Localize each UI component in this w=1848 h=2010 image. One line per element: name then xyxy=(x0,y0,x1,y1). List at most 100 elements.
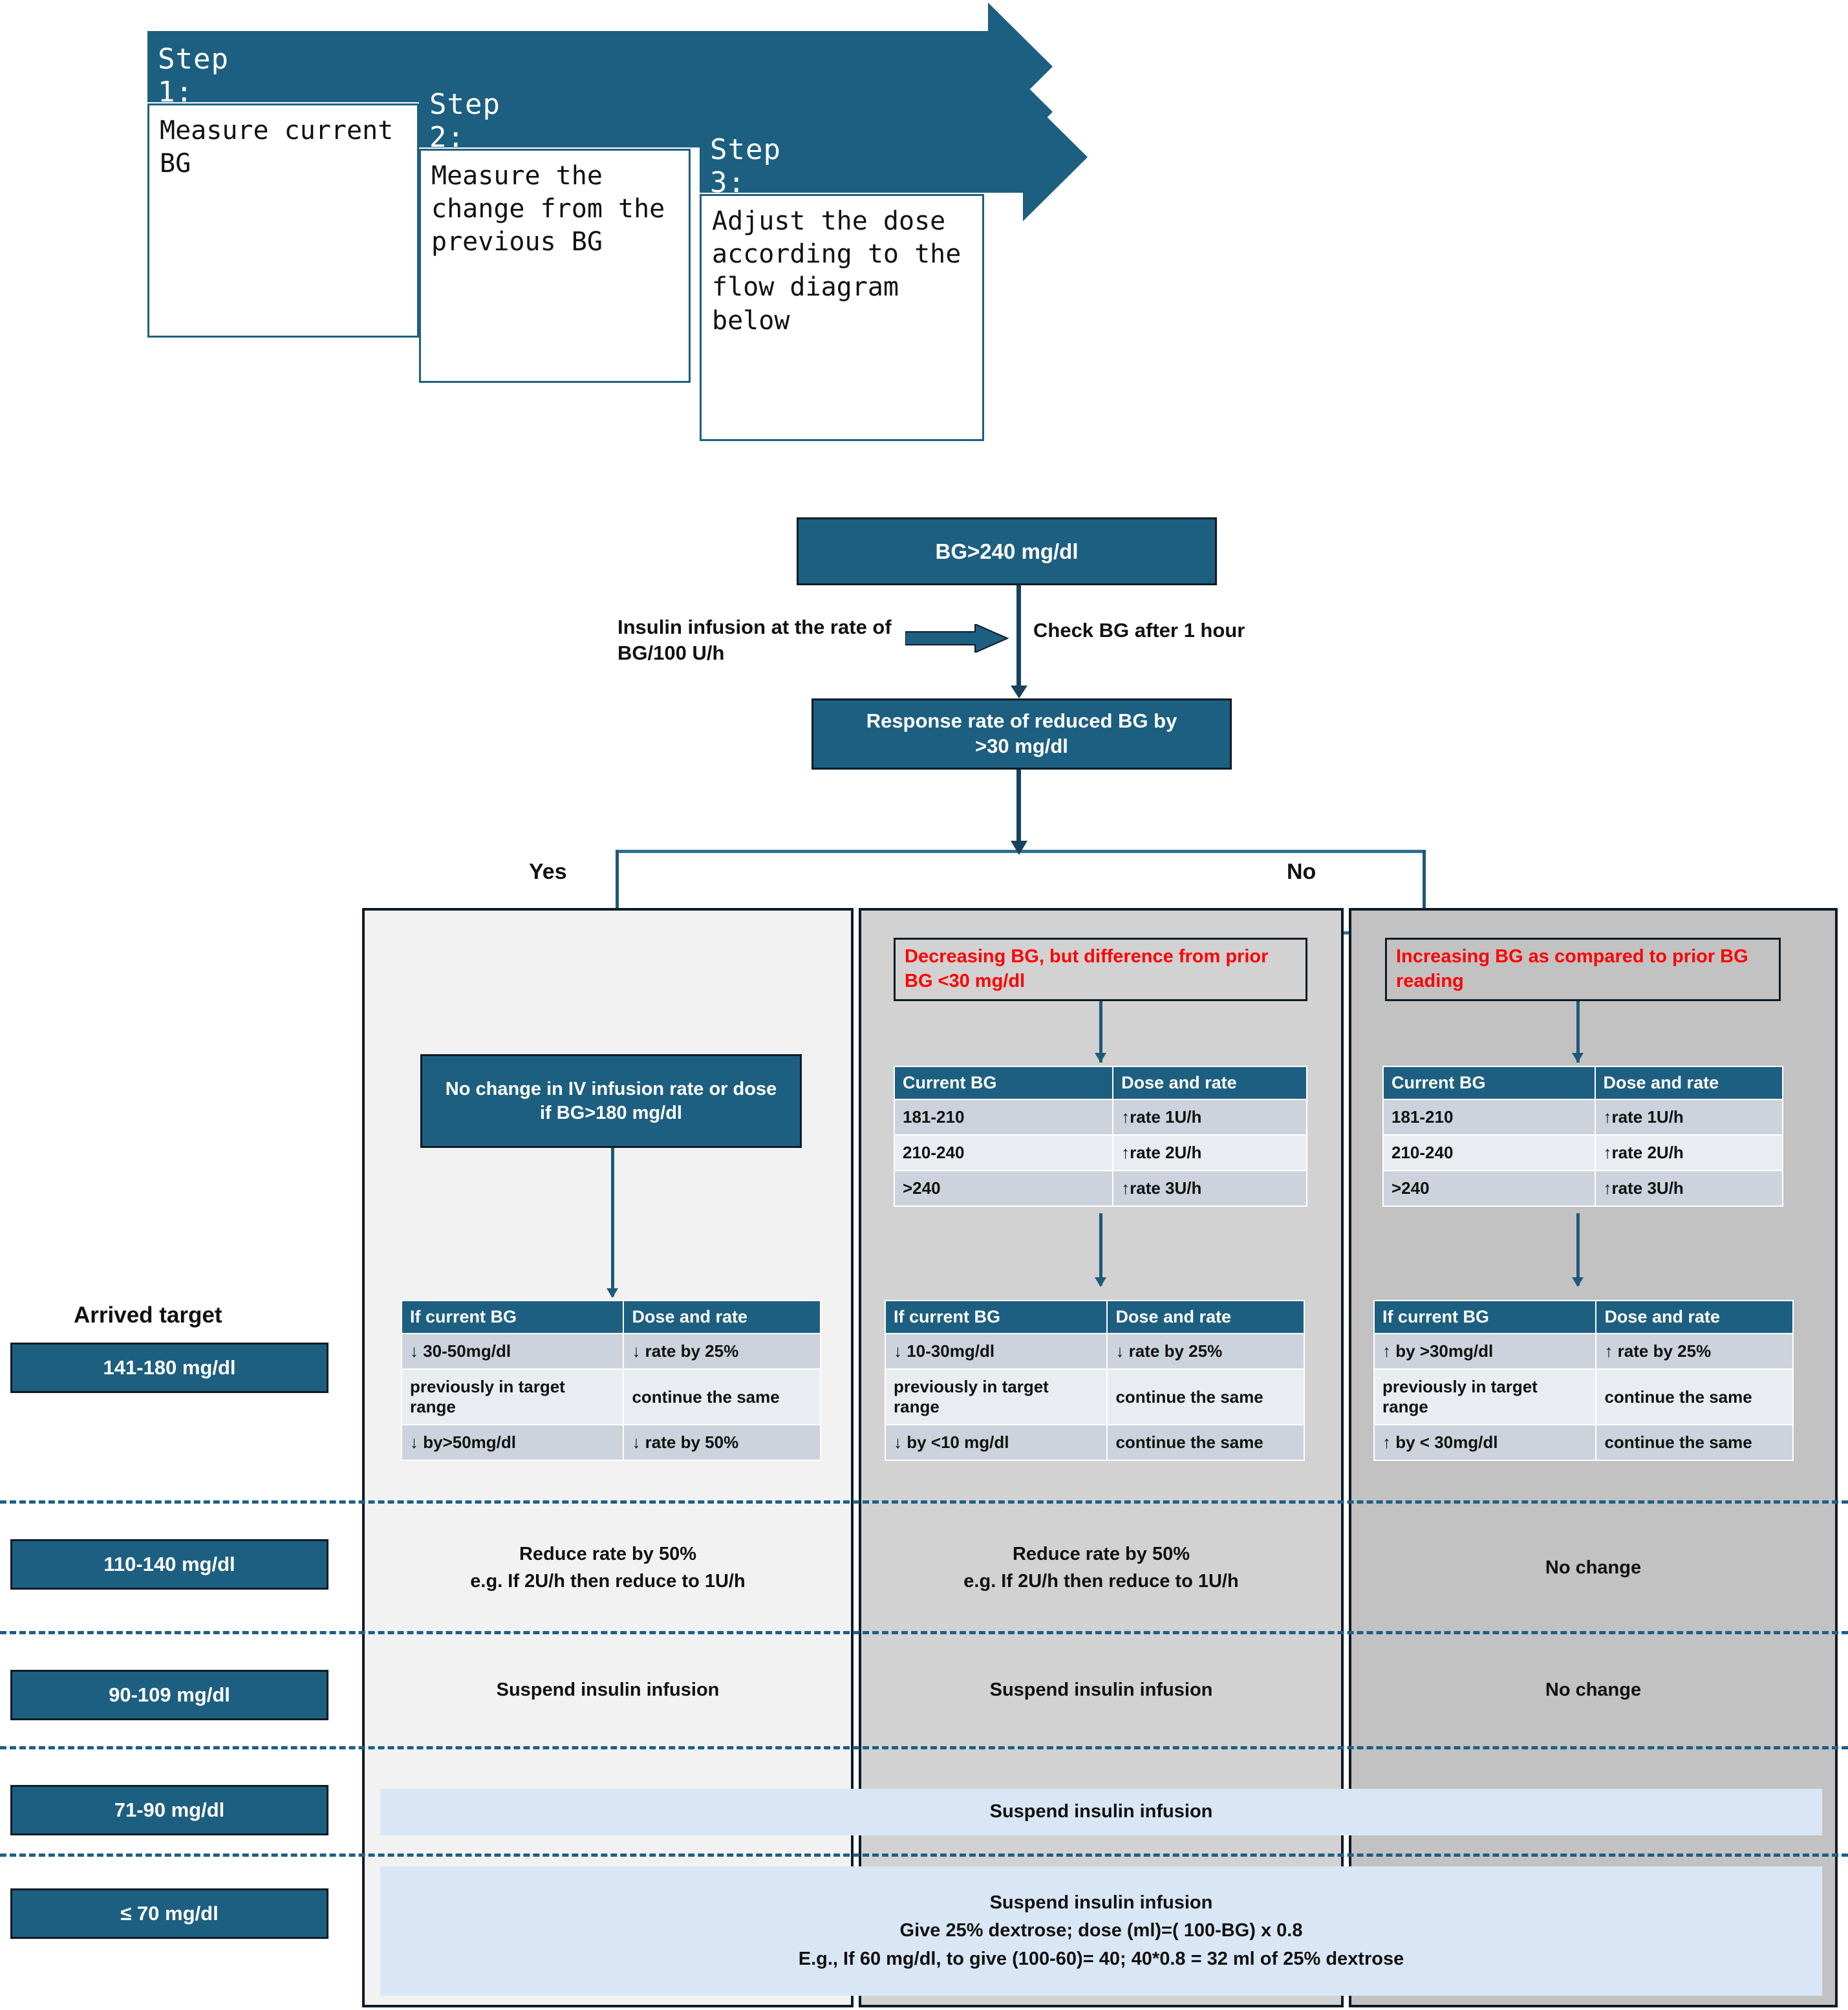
yes-table-header-0: If current BG xyxy=(400,1300,625,1334)
inc-top-cell-1-1: ↑rate 2U/h xyxy=(1594,1134,1784,1171)
check-bg-note-text: Check BG after 1 hour xyxy=(1033,619,1245,642)
connector-no-down xyxy=(1423,850,1426,933)
row-separator-4 xyxy=(0,1853,1848,1857)
dec-top-cell-2-0: >240 xyxy=(893,1170,1114,1207)
step-2-title: Step 2: xyxy=(429,88,500,154)
inc-bot-cell-0-1: ↑ rate by 25% xyxy=(1595,1333,1794,1370)
yes-cell-1-0: previously in target range xyxy=(400,1368,625,1425)
arrowhead-to-decision xyxy=(1011,686,1027,698)
bg-range-label: 71-90 mg/dl xyxy=(114,1799,225,1821)
yes-label-text: Yes xyxy=(529,859,567,884)
dec-top-cell-2-1: ↑rate 3U/h xyxy=(1112,1170,1307,1207)
action-text: Reduce rate by 50% e.g. If 2U/h then red… xyxy=(470,1543,746,1592)
row-separator-1 xyxy=(0,1500,1848,1504)
inc-top-cell-1-0: 210-240 xyxy=(1382,1134,1596,1171)
yes-dose-table: If current BG Dose and rate ↓ 30-50mg/dl… xyxy=(400,1300,821,1461)
connector-increasing-hdr-to-table xyxy=(1576,1001,1580,1063)
action-text: No change xyxy=(1545,1557,1642,1578)
increasing-bottom-table: If current BG Dose and rate ↑ by >30mg/d… xyxy=(1373,1300,1794,1461)
start-box-label: BG>240 mg/dl xyxy=(935,539,1079,563)
dec-top-cell-1-0: 210-240 xyxy=(893,1134,1114,1171)
table-row: 181-210 ↑rate 1U/h xyxy=(893,1099,1307,1136)
decision-box: Response rate of reduced BG by >30 mg/dl xyxy=(811,698,1232,770)
table-row: ↓ 10-30mg/dl ↓ rate by 25% xyxy=(884,1333,1305,1370)
decreasing-top-table: Current BG Dose and rate 181-210 ↑rate 1… xyxy=(893,1066,1307,1207)
yes-cell-0-1: ↓ rate by 25% xyxy=(623,1333,821,1370)
table-row: 210-240 ↑rate 2U/h xyxy=(1382,1134,1784,1171)
action-text: Suspend insulin infusion xyxy=(496,1679,720,1700)
inc-top-cell-2-0: >240 xyxy=(1382,1170,1596,1207)
action-text: No change xyxy=(1545,1679,1642,1700)
step-3-body-box: Adjust the dose according to the flow di… xyxy=(700,194,984,441)
connector-decreasing-hdr-to-table xyxy=(1099,1001,1102,1063)
increasing-header-box: Increasing BG as compared to prior BG re… xyxy=(1385,938,1781,1001)
step-2-body-box: Measure the change from the previous BG xyxy=(419,149,691,383)
table-row: ↓ by <10 mg/dl continue the same xyxy=(884,1424,1305,1461)
yes-cell-1-1: continue the same xyxy=(623,1368,821,1425)
inc-bot-cell-1-1: continue the same xyxy=(1595,1368,1794,1425)
bg-range-chip-110-140: 110-140 mg/dl xyxy=(10,1539,328,1590)
table-row: >240 ↑rate 3U/h xyxy=(1382,1170,1784,1207)
table-row: previously in target range continue the … xyxy=(400,1368,821,1425)
start-box: BG>240 mg/dl xyxy=(797,517,1217,585)
dec-top-cell-1-1: ↑rate 2U/h xyxy=(1112,1134,1307,1171)
action-110-140-yes: Reduce rate by 50% e.g. If 2U/h then red… xyxy=(365,1507,851,1628)
inc-bot-header-0: If current BG xyxy=(1373,1300,1597,1334)
bg-range-label: 90-109 mg/dl xyxy=(109,1683,230,1706)
arrowhead-increasing-table-top xyxy=(1572,1053,1584,1063)
step-2-text: Measure the change from the previous BG xyxy=(431,161,665,257)
yes-result-label: No change in IV infusion rate or dose if… xyxy=(445,1079,777,1123)
yes-label: Yes xyxy=(529,858,567,886)
bg-range-label: 110-140 mg/dl xyxy=(103,1553,235,1575)
dec-bot-cell-2-0: ↓ by <10 mg/dl xyxy=(884,1424,1108,1461)
yes-cell-2-1: ↓ rate by 50% xyxy=(623,1424,821,1461)
table-row: ↑ by < 30mg/dl continue the same xyxy=(1373,1424,1794,1461)
dec-top-header-1: Dose and rate xyxy=(1112,1066,1307,1100)
increasing-header-text: Increasing BG as compared to prior BG re… xyxy=(1396,946,1748,991)
connector-yes-box-to-table xyxy=(611,1148,614,1297)
action-90-109-yes: Suspend insulin infusion xyxy=(365,1635,851,1745)
action-90-109-decreasing: Suspend insulin infusion xyxy=(861,1635,1341,1745)
yes-table-header-1: Dose and rate xyxy=(623,1300,821,1334)
action-le70-band: Suspend insulin infusion Give 25% dextro… xyxy=(380,1866,1822,1996)
dec-bot-header-1: Dose and rate xyxy=(1106,1300,1305,1334)
yes-cell-2-0: ↓ by>50mg/dl xyxy=(400,1424,625,1461)
inc-top-cell-0-0: 181-210 xyxy=(1382,1099,1596,1136)
arrowhead-decreasing-table-top xyxy=(1095,1053,1106,1063)
infusion-note: Insulin infusion at the rate of BG/100 U… xyxy=(618,614,896,667)
step-3-arrow-icon xyxy=(1023,93,1088,221)
action-text: Reduce rate by 50% e.g. If 2U/h then red… xyxy=(963,1543,1239,1592)
connector-increasing-table-to-table xyxy=(1576,1213,1580,1286)
check-bg-note: Check BG after 1 hour xyxy=(1033,618,1344,643)
inc-top-header-1: Dose and rate xyxy=(1594,1066,1784,1100)
inc-bot-header-1: Dose and rate xyxy=(1595,1300,1794,1334)
arrowhead-decreasing-table-bottom xyxy=(1095,1277,1106,1287)
step-1-title: Step 1: xyxy=(158,43,229,109)
connector-decision-stem xyxy=(1016,770,1021,852)
inc-bot-cell-2-1: continue the same xyxy=(1595,1424,1794,1461)
bg-range-label: 141-180 mg/dl xyxy=(103,1356,236,1379)
step-1-text: Measure current BG xyxy=(160,116,394,179)
bg-range-label: ≤ 70 mg/dl xyxy=(120,1902,219,1925)
table-row: previously in target range continue the … xyxy=(884,1368,1305,1425)
arrived-target-text: Arrived target xyxy=(74,1302,222,1328)
arrowhead-increasing-table-bottom xyxy=(1572,1277,1584,1287)
step-3-banner xyxy=(700,122,1023,193)
dec-top-cell-0-1: ↑rate 1U/h xyxy=(1112,1099,1307,1136)
connector-start-to-decision xyxy=(1016,585,1021,690)
action-text: Suspend insulin infusion xyxy=(989,1801,1213,1822)
dec-top-cell-0-0: 181-210 xyxy=(893,1099,1114,1136)
inc-bot-cell-2-0: ↑ by < 30mg/dl xyxy=(1373,1424,1597,1461)
arrowhead-yes-table xyxy=(607,1288,618,1298)
dec-bot-cell-1-0: previously in target range xyxy=(884,1368,1108,1425)
dec-bot-cell-0-0: ↓ 10-30mg/dl xyxy=(884,1333,1108,1370)
infusion-arrow-icon xyxy=(905,623,1009,654)
bg-range-chip-90-109: 90-109 mg/dl xyxy=(10,1670,328,1720)
inc-top-header-0: Current BG xyxy=(1382,1066,1596,1100)
table-row: ↓ by>50mg/dl ↓ rate by 50% xyxy=(400,1424,821,1461)
no-label: No xyxy=(1287,858,1316,886)
yes-result-box: No change in IV infusion rate or dose if… xyxy=(420,1054,802,1148)
decreasing-bottom-table: If current BG Dose and rate ↓ 10-30mg/dl… xyxy=(884,1300,1305,1461)
action-71-90-band: Suspend insulin infusion xyxy=(380,1789,1822,1835)
dec-bot-cell-2-1: continue the same xyxy=(1106,1424,1305,1461)
